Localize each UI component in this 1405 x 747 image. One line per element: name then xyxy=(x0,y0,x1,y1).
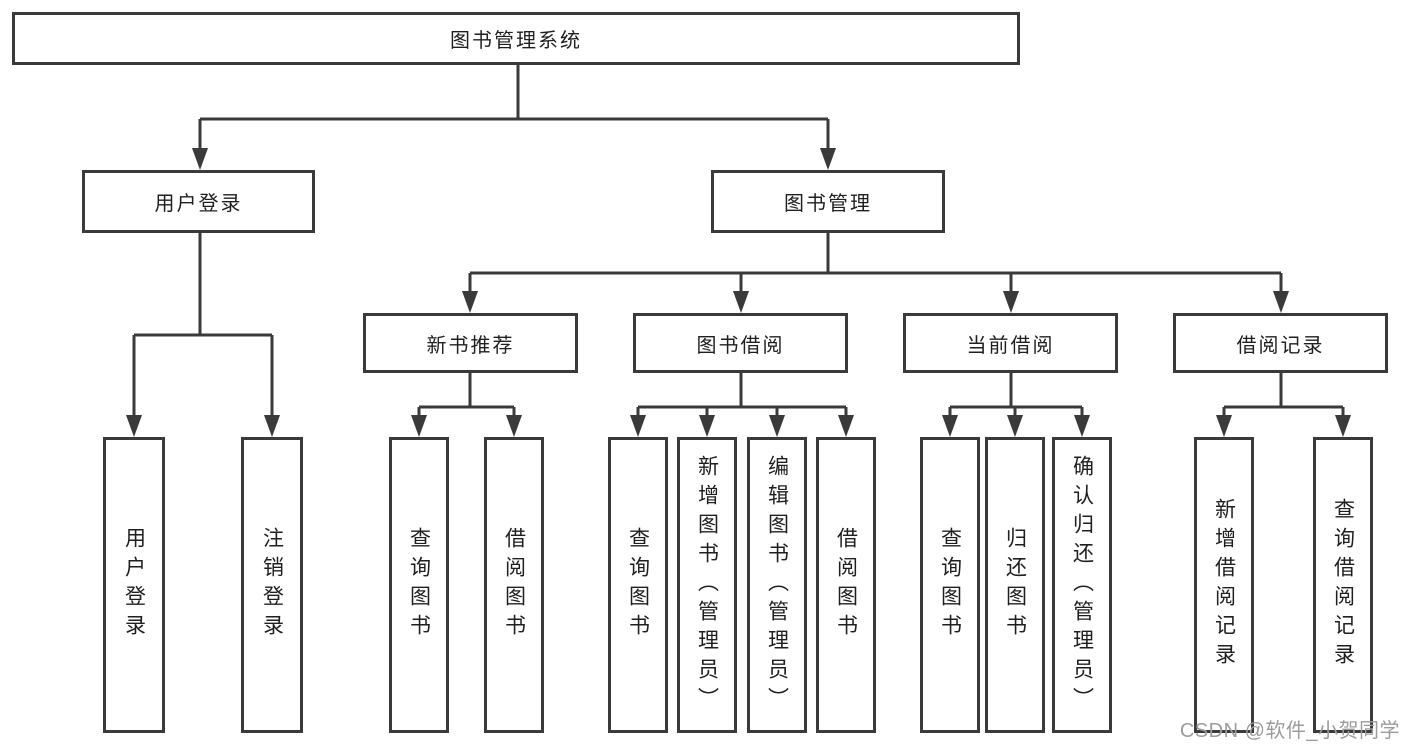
leaf-query-books-borrow: 查询图书 xyxy=(608,437,668,733)
leaf-label: 新增借阅记录 xyxy=(1212,498,1236,672)
node-user-login: 用户登录 xyxy=(82,170,315,233)
leaf-label: 用户登录 xyxy=(122,527,146,643)
leaf-add-borrow-record: 新增借阅记录 xyxy=(1194,437,1254,733)
leaf-query-books-recommend: 查询图书 xyxy=(389,437,449,733)
leaf-label: 注销登录 xyxy=(260,527,284,643)
leaf-confirm-return-admin: 确认归还（管理员） xyxy=(1052,437,1112,733)
leaf-logout: 注销登录 xyxy=(241,437,303,733)
watermark-text: CSDN @软件_小贺同学 xyxy=(1179,720,1400,742)
leaf-label: 查询借阅记录 xyxy=(1331,498,1355,672)
leaf-user-login: 用户登录 xyxy=(103,437,165,733)
leaf-label: 新增图书（管理员） xyxy=(695,454,719,716)
leaf-borrow-books: 借阅图书 xyxy=(816,437,876,733)
leaf-return-books: 归还图书 xyxy=(985,437,1045,733)
leaf-label: 借阅图书 xyxy=(834,527,858,643)
leaf-label: 确认归还（管理员） xyxy=(1070,454,1094,716)
leaf-label: 归还图书 xyxy=(1003,527,1027,643)
leaf-edit-books-admin: 编辑图书（管理员） xyxy=(747,437,807,733)
node-root-system: 图书管理系统 xyxy=(12,12,1020,65)
leaf-borrow-books-recommend: 借阅图书 xyxy=(484,437,544,733)
node-borrowing-records: 借阅记录 xyxy=(1173,313,1388,373)
leaf-add-books-admin: 新增图书（管理员） xyxy=(677,437,737,733)
leaf-query-borrow-record: 查询借阅记录 xyxy=(1313,437,1373,733)
leaf-label: 查询图书 xyxy=(626,527,650,643)
node-book-borrowing: 图书借阅 xyxy=(633,313,848,373)
leaf-label: 查询图书 xyxy=(938,527,962,643)
leaf-label: 查询图书 xyxy=(407,527,431,643)
leaf-label: 借阅图书 xyxy=(502,527,526,643)
node-new-book-recommend: 新书推荐 xyxy=(363,313,578,373)
node-current-borrowing: 当前借阅 xyxy=(903,313,1118,373)
leaf-label: 编辑图书（管理员） xyxy=(765,454,789,716)
leaf-query-books-current: 查询图书 xyxy=(920,437,980,733)
node-book-management: 图书管理 xyxy=(711,170,945,233)
